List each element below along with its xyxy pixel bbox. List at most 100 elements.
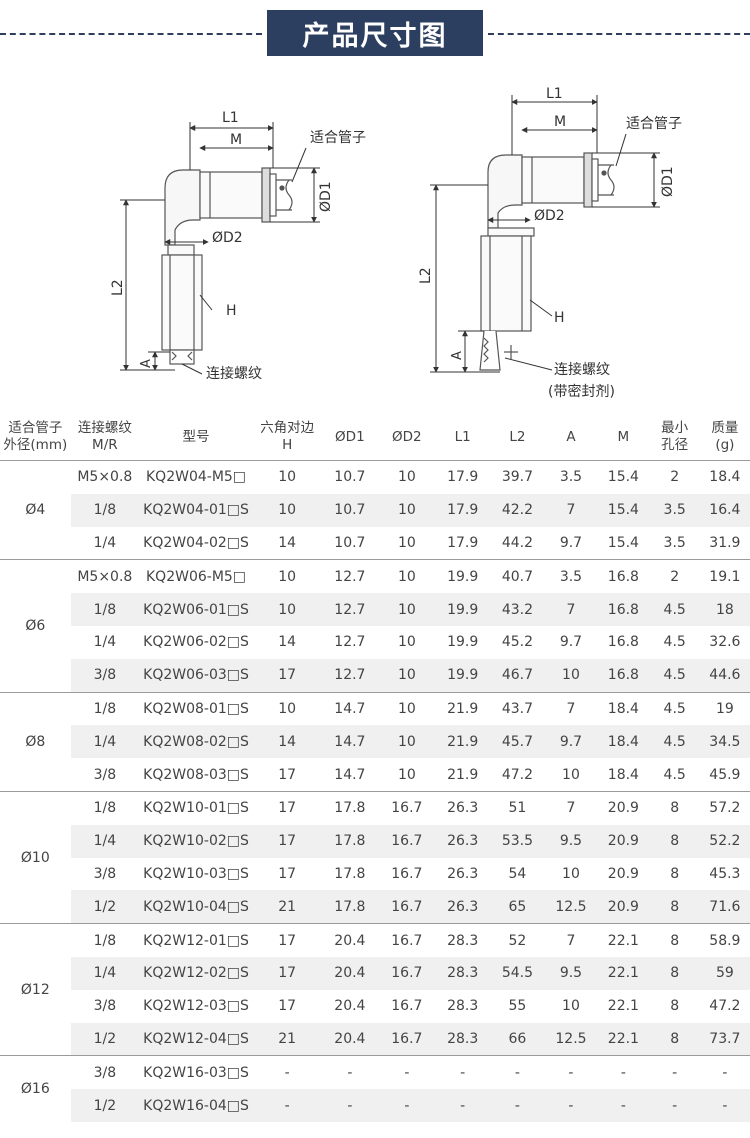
table-cell: 20.4 (321, 923, 379, 957)
table-cell: 44.2 (501, 534, 533, 551)
table-cell: 12.7 (321, 559, 379, 594)
table-cell: 9.7 (544, 725, 598, 759)
table-cell: 15.4 (597, 459, 650, 494)
table-cell: 18.4 (597, 691, 650, 726)
table-cell: 20.9 (597, 890, 650, 924)
right-label-H: H (554, 310, 565, 326)
table-cell: 10.7 (321, 459, 379, 494)
table-cell: 17 (278, 998, 297, 1015)
table-cell: 20.9 (597, 790, 650, 825)
table-cell: 10 (378, 725, 436, 759)
table-cell: 8 (670, 865, 680, 882)
right-label-D1: ØD1 (660, 166, 676, 197)
header-cell: ØD1 (321, 414, 378, 461)
tube-od-cell: Ø16 (0, 1055, 71, 1122)
header-line: L2 (509, 428, 526, 445)
table-cell: 45.7 (490, 725, 545, 759)
table-cell: - (253, 1089, 322, 1122)
table-cell: 20.4 (334, 998, 366, 1015)
table-cell: 14.7 (334, 766, 366, 783)
table-cell: 1/4 (93, 634, 117, 651)
right-label-sealant: (带密封剂) (548, 383, 615, 400)
table-cell: 44.6 (699, 658, 750, 693)
table-cell: 14.7 (321, 725, 379, 759)
table-cell: 7 (544, 923, 598, 957)
table-cell: 43.7 (490, 691, 545, 726)
table-cell: KQ2W08-02□S (139, 725, 253, 759)
table-cell: 54 (508, 865, 527, 882)
table-cell: 7 (544, 790, 598, 825)
left-label-L2: L2 (110, 279, 126, 296)
table-cell: 21.9 (447, 766, 479, 783)
left-label-M: M (230, 132, 242, 148)
table-cell: 10 (397, 766, 416, 783)
table-cell: 22.1 (597, 1022, 650, 1056)
table-cell: 45.3 (709, 865, 741, 882)
table-cell: 10 (378, 593, 436, 626)
table-cell: 16.7 (391, 865, 423, 882)
table-cell: 9.7 (559, 534, 583, 551)
table-cell: 10 (562, 766, 580, 783)
table-cell: 10 (562, 998, 580, 1015)
table-cell: 16.8 (597, 559, 650, 594)
table-cell: 1/4 (70, 824, 140, 858)
table-cell: 16.8 (597, 593, 650, 626)
table-cell: 2 (649, 559, 700, 594)
table-cell: 8 (670, 998, 680, 1015)
table-cell: 7 (544, 593, 598, 626)
table-cell: 15.4 (597, 493, 650, 527)
table-cell: 10 (378, 493, 436, 527)
header-cell: L1 (435, 414, 490, 461)
table-cell: - (378, 1055, 436, 1090)
table-cell: 17.8 (321, 824, 379, 858)
table-cell: 10 (378, 658, 436, 693)
table-cell: 3/8 (70, 1055, 140, 1090)
table-cell: 66 (490, 1022, 545, 1056)
table-cell: - (490, 1055, 545, 1090)
table-cell: - (649, 1089, 700, 1122)
left-label-D2: ØD2 (212, 230, 243, 246)
table-cell: 42.2 (490, 493, 545, 527)
drawing-left (161, 167, 293, 365)
table-cell: 1/4 (70, 956, 140, 990)
left-label-thread: 连接螺纹 (206, 365, 262, 382)
right-label-A: A (450, 351, 465, 360)
table-cell: 20.4 (321, 956, 379, 990)
table-cell: 10.7 (334, 534, 366, 551)
header-line: A (566, 428, 576, 445)
table-cell: 17.8 (321, 790, 379, 825)
table-cell: 10 (253, 459, 322, 494)
table-cell: 54.5 (490, 956, 545, 990)
table-cell: 19.9 (435, 658, 491, 693)
table-cell: 47.2 (709, 998, 741, 1015)
table-cell: 3/8 (70, 658, 140, 693)
table-cell: 53.5 (490, 824, 545, 858)
table-cell: KQ2W16-03□S (139, 1055, 253, 1090)
table-cell: 4.5 (649, 593, 700, 626)
table-cell: 12.7 (321, 593, 379, 626)
table-cell: KQ2W06-03□S (139, 658, 253, 693)
dimension-drawings: L1 M 适合管子 ØD1 ØD2 L2 H A 连接螺纹 (110, 86, 682, 400)
header-cell: L2 (490, 414, 545, 461)
table-cell: 21 (253, 1022, 322, 1056)
table-cell: 4.5 (663, 634, 686, 651)
title-dash-left (0, 33, 262, 35)
header-line: 最小 (661, 420, 689, 436)
table-cell: 4.5 (649, 725, 700, 759)
table-cell: - (649, 1055, 700, 1090)
table-cell: 3/8 (93, 998, 117, 1015)
header-line: L1 (454, 428, 471, 445)
table-cell: - (544, 1089, 598, 1122)
table-cell: 34.5 (699, 725, 750, 759)
header-cell: 适合管子外径(mm) (0, 414, 71, 461)
table-cell: 7 (544, 493, 598, 527)
table-cell: 43.2 (490, 593, 545, 626)
table-cell: - (321, 1055, 379, 1090)
table-cell: 4.5 (663, 766, 686, 783)
table-cell: 10 (253, 691, 322, 726)
